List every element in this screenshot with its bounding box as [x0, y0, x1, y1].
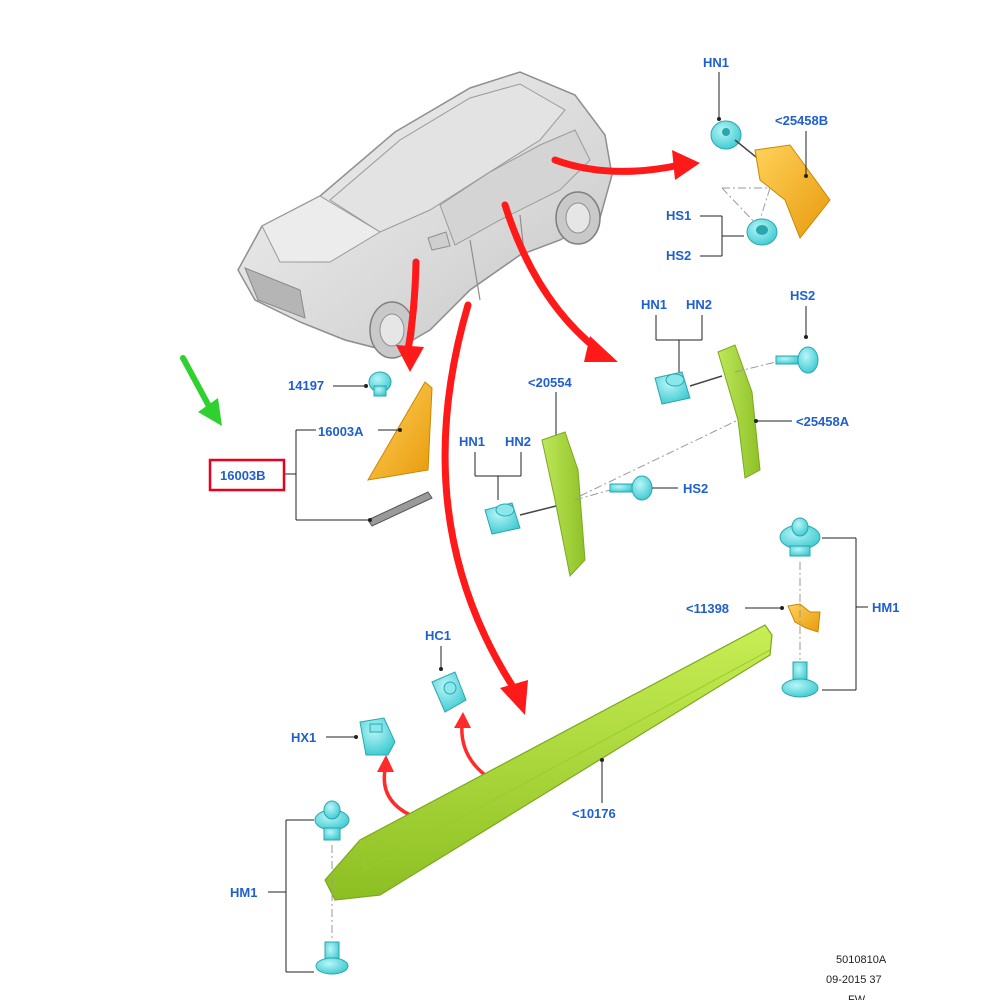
label-10176: <10176 [572, 806, 616, 821]
reference-suffix: FW [848, 994, 866, 1000]
label-hn1-left: HN1 [459, 434, 485, 449]
door-moulding-25458a [717, 344, 761, 479]
reference-date: 09-2015 37 [826, 974, 882, 986]
label-25458b: <25458B [775, 113, 828, 128]
arrow-to-front-trim [404, 258, 420, 354]
label-hs1-top: HS1 [666, 208, 691, 223]
label-hx1: HX1 [291, 730, 316, 745]
hm1-clip-left-top [314, 800, 350, 841]
hm1-clip-right-bottom [781, 661, 819, 698]
door-moulding-20554 [541, 431, 586, 578]
arrow-head-moulding-a [584, 336, 618, 362]
arrow-to-rear-trim [551, 156, 684, 175]
flow-arrows [377, 150, 700, 817]
hc1-clip [431, 671, 467, 713]
label-25458a: <25458A [796, 414, 850, 429]
arrow-head-sill [500, 680, 528, 715]
moulding-20554-group: <20554 HN1 HN2 HS2 [459, 375, 739, 578]
clip-14197 [368, 371, 392, 397]
rear-door-trim-25458b [754, 144, 831, 239]
rear-trim-group: HN1 <25458B HS1 HS2 [666, 55, 831, 263]
label-hm1-left: HM1 [230, 885, 257, 900]
vehicle-illustration [237, 71, 613, 359]
label-hn1-top: HN1 [703, 55, 729, 70]
label-hs2-mid: HS2 [790, 288, 815, 303]
label-hs2-top: HS2 [666, 248, 691, 263]
arrow-head-front-trim [396, 345, 424, 372]
label-hn2-left: HN2 [505, 434, 531, 449]
hn1-clip-top [710, 120, 742, 150]
label-16003b: 16003B [220, 468, 266, 483]
label-hm1-right: HM1 [872, 600, 899, 615]
hs-clip-top [746, 218, 778, 246]
rocker-panel-10176 [324, 624, 773, 901]
reference-code: 5010810A [836, 954, 887, 966]
label-hn2-mid: HN2 [686, 297, 712, 312]
arrow-head-hc1 [454, 712, 471, 728]
hn-clip-left [484, 502, 521, 535]
arrow-to-sill [441, 301, 519, 694]
green-pointer-arrow [180, 355, 222, 426]
label-hs2-left: HS2 [683, 481, 708, 496]
hm1-clip-left-bottom [315, 941, 349, 975]
arrow-to-hc1 [460, 723, 487, 777]
hx1-clip [359, 717, 396, 756]
label-11398: <11398 [686, 601, 729, 616]
hs-bolt-mid [775, 346, 819, 374]
arrow-head-rear-trim [672, 150, 700, 180]
hn-clip-mid [654, 371, 691, 405]
label-20554: <20554 [528, 375, 573, 390]
arrow-to-moulding-a [501, 201, 602, 354]
arrow-head-hx1 [377, 755, 394, 772]
bracket-11398 [787, 603, 821, 633]
label-hn1-mid: HN1 [641, 297, 667, 312]
hs-bolt-left [609, 475, 653, 501]
label-14197: 14197 [288, 378, 324, 393]
reference-block: 5010810A 09-2015 37 FW [826, 954, 887, 1000]
arrow-to-hx1 [382, 768, 412, 817]
sill-group: <10176 <11398 HM1 HC1 [230, 517, 899, 975]
label-16003a: 16003A [318, 424, 364, 439]
highlight-box-16003b [208, 458, 286, 492]
label-hc1: HC1 [425, 628, 451, 643]
front-trim-16003-group: 14197 16003A 16003B [208, 371, 433, 527]
moulding-25458a-group: HN1 HN2 <25458A HS2 [641, 288, 850, 479]
seal-strip-16003b [367, 491, 433, 527]
hm1-clip-right-top [779, 517, 821, 557]
